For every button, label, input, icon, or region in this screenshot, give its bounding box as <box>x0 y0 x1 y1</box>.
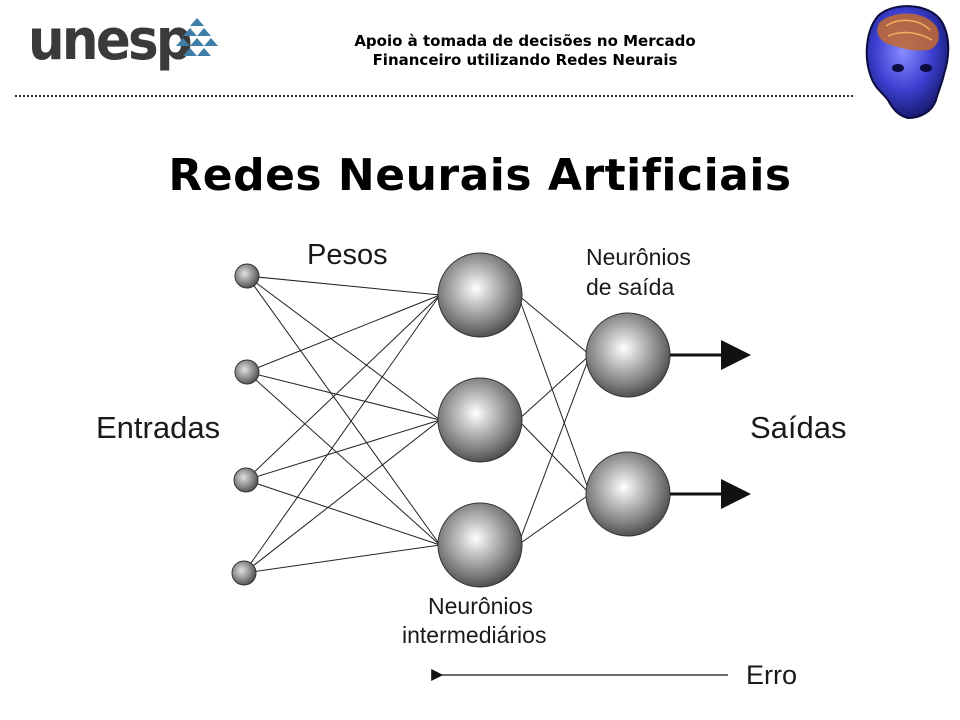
label-output-neurons-2: de saída <box>586 274 674 300</box>
page-title: Redes Neurais Artificiais <box>168 150 792 201</box>
output-neuron-2 <box>585 451 671 537</box>
header-subtitle: Apoio à tomada de decisões no Mercado Fi… <box>290 32 760 70</box>
input-hidden-connections <box>243 275 441 574</box>
label-error: Erro <box>746 660 797 690</box>
label-output-neurons-1: Neurônios <box>586 244 691 270</box>
label-outputs: Saídas <box>750 410 847 445</box>
label-weights: Pesos <box>307 239 388 271</box>
output-neuron-1 <box>585 312 671 398</box>
input-node-3 <box>233 467 259 493</box>
label-inputs: Entradas <box>96 410 220 445</box>
brain-head-icon <box>865 5 950 120</box>
hidden-neuron-3 <box>437 502 523 588</box>
subtitle-line-2: Financeiro utilizando Redes Neurais <box>372 51 678 69</box>
unesp-logo-icon <box>176 18 218 56</box>
subtitle-line-1: Apoio à tomada de decisões no Mercado <box>354 32 696 50</box>
label-hidden-2: intermediários <box>402 622 546 648</box>
header-divider <box>15 95 853 97</box>
hidden-neuron-2 <box>437 377 523 463</box>
hidden-neuron-1 <box>437 252 523 338</box>
input-node-1 <box>234 263 260 289</box>
logo-text: unesp <box>28 8 193 73</box>
input-node-2 <box>234 359 260 385</box>
hidden-output-connections <box>517 294 591 546</box>
input-node-4 <box>231 560 257 586</box>
label-hidden-1: Neurônios <box>428 593 533 619</box>
unesp-logo: unesp <box>28 8 218 78</box>
